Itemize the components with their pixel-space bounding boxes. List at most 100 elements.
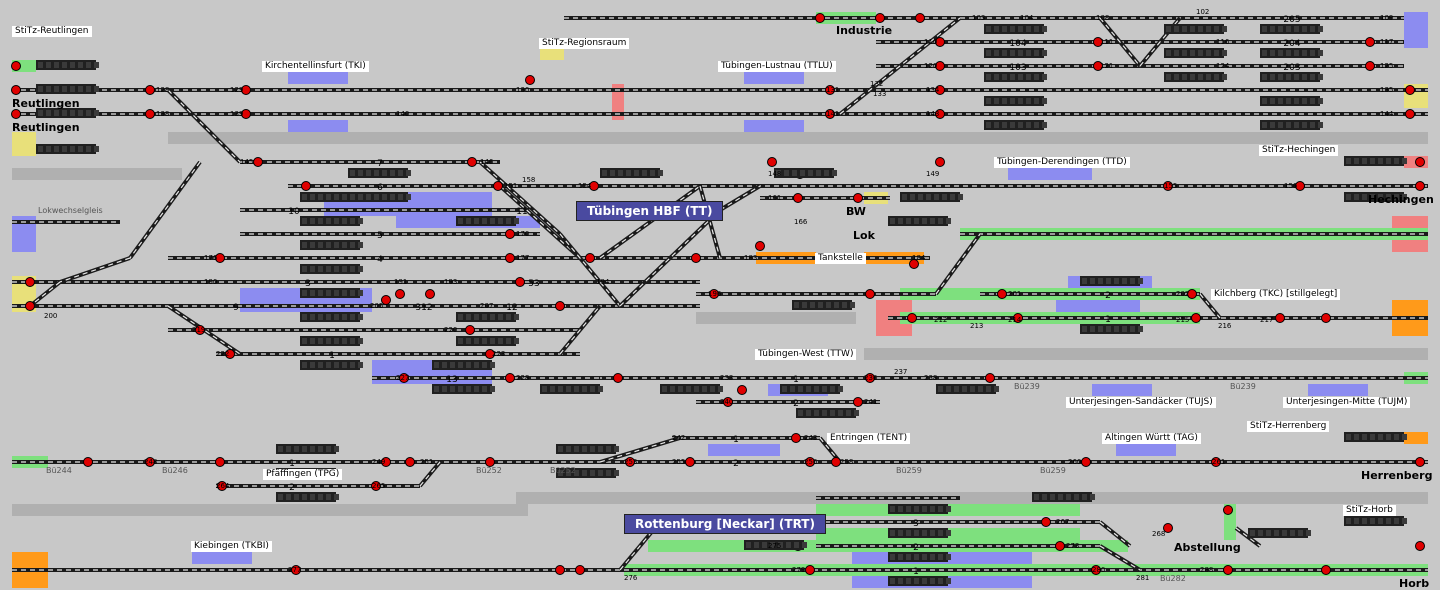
block-number[interactable]: 200: [44, 312, 57, 320]
block-number[interactable]: 288: [1200, 566, 1213, 574]
block-number[interactable]: 176: [204, 254, 218, 262]
block-number[interactable]: 155: [1164, 182, 1177, 190]
block-number[interactable]: 265: [372, 482, 385, 490]
block-number[interactable]: 148: [768, 170, 781, 178]
block-number[interactable]: 238: [924, 374, 937, 382]
block-number[interactable]: 128: [156, 86, 169, 94]
block-number[interactable]: 130: [516, 86, 529, 94]
block-number[interactable]: 145: [240, 158, 253, 166]
block-number[interactable]: 111: [1100, 38, 1113, 46]
block-number[interactable]: 213: [970, 322, 983, 330]
block-number[interactable]: 281: [1136, 574, 1149, 582]
block-number[interactable]: 134: [926, 86, 940, 94]
block-number[interactable]: 190: [204, 278, 217, 286]
block-number[interactable]: 236: [864, 374, 878, 382]
digit-slot: [906, 578, 911, 584]
block-number[interactable]: 109: [1380, 14, 1393, 22]
block-number[interactable]: 280: [1092, 566, 1105, 574]
block-number[interactable]: 248: [144, 458, 157, 466]
block-number[interactable]: 104: [1020, 14, 1034, 22]
block-number[interactable]: 110: [924, 38, 937, 46]
block-number[interactable]: 193: [444, 278, 457, 286]
digit-slot: [1010, 122, 1015, 128]
block-number[interactable]: 233: [720, 374, 733, 382]
block-number[interactable]: 149: [926, 170, 939, 178]
block-number[interactable]: 196: [708, 290, 722, 298]
block-number[interactable]: 228: [516, 374, 529, 382]
block-number[interactable]: 215: [1176, 316, 1189, 324]
block-number[interactable]: 177: [516, 254, 529, 262]
block-number[interactable]: 108: [1096, 14, 1109, 22]
block-number[interactable]: 156: [1284, 182, 1298, 190]
block-number[interactable]: 151: [504, 182, 517, 190]
digit-slot: [78, 146, 83, 152]
block-number[interactable]: 146: [480, 158, 494, 166]
block-number[interactable]: 129: [230, 86, 243, 94]
block-number[interactable]: 170: [516, 230, 529, 238]
block-number[interactable]: 219: [192, 326, 205, 334]
block-number[interactable]: 207: [480, 302, 493, 310]
block-number[interactable]: 161: [768, 194, 781, 202]
block-number[interactable]: 102: [1196, 8, 1209, 16]
block-number[interactable]: 205: [370, 302, 383, 310]
block-number[interactable]: 277: [288, 566, 301, 574]
block-number[interactable]: 251: [420, 458, 433, 466]
block-number[interactable]: 132: [870, 80, 883, 88]
block-number[interactable]: 214: [1008, 316, 1022, 324]
block-number[interactable]: 144: [1380, 110, 1394, 118]
block-number[interactable]: 133: [873, 90, 886, 98]
block-number[interactable]: 261: [1212, 458, 1225, 466]
digit-slot: [482, 314, 487, 320]
block-number[interactable]: 124: [1216, 62, 1230, 70]
block-number[interactable]: 216: [1218, 322, 1232, 330]
block-number[interactable]: 191: [394, 278, 407, 286]
block-number[interactable]: 255: [672, 458, 685, 466]
block-number[interactable]: 253: [624, 458, 637, 466]
block-number[interactable]: 154: [578, 182, 592, 190]
block-number[interactable]: 116: [1216, 38, 1230, 46]
block-number[interactable]: 158: [522, 176, 535, 184]
block-number[interactable]: 117: [1380, 38, 1393, 46]
block-number[interactable]: 227: [396, 374, 409, 382]
block-number[interactable]: 143: [926, 110, 939, 118]
block-number[interactable]: 243: [804, 434, 817, 442]
block-number[interactable]: 241: [864, 398, 877, 406]
block-number[interactable]: 138: [156, 110, 169, 118]
block-number[interactable]: 279: [792, 566, 805, 574]
block-number[interactable]: 267: [1056, 518, 1069, 526]
block-number[interactable]: 135: [1380, 86, 1393, 94]
block-number[interactable]: 183: [744, 254, 757, 262]
block-number[interactable]: 201: [1008, 290, 1021, 298]
block-number[interactable]: 184: [912, 254, 926, 262]
block-number[interactable]: 141: [826, 110, 839, 118]
block-number[interactable]: 140: [396, 110, 409, 118]
digit-slot: [922, 506, 927, 512]
block-number[interactable]: 240: [720, 398, 733, 406]
block-number[interactable]: 276: [624, 574, 638, 582]
block-number[interactable]: 258: [840, 458, 853, 466]
block-number[interactable]: 121: [1100, 62, 1113, 70]
block-number[interactable]: 131: [826, 86, 839, 94]
block-number[interactable]: 275: [768, 542, 781, 550]
block-number[interactable]: 260: [1068, 458, 1081, 466]
block-number[interactable]: 220: [444, 326, 457, 334]
block-number[interactable]: 256: [804, 458, 818, 466]
digit-slot: [62, 62, 67, 68]
block-number[interactable]: 103: [972, 14, 985, 22]
block-number[interactable]: 268: [1152, 530, 1165, 538]
block-number[interactable]: 264: [216, 482, 230, 490]
block-number[interactable]: 249: [372, 458, 385, 466]
block-number[interactable]: 139: [230, 110, 243, 118]
block-number[interactable]: 194: [596, 278, 610, 286]
block-number[interactable]: 125: [1380, 62, 1393, 70]
block-number[interactable]: 217: [1260, 316, 1273, 324]
block-number[interactable]: 166: [794, 218, 808, 226]
block-number[interactable]: 202: [1176, 290, 1189, 298]
block-number[interactable]: 242: [672, 434, 685, 442]
block-number[interactable]: 212: [934, 316, 947, 324]
block-number[interactable]: 273: [1066, 542, 1079, 550]
block-number[interactable]: 120: [924, 62, 937, 70]
block-number[interactable]: 222: [216, 350, 229, 358]
block-number[interactable]: 237: [894, 368, 907, 376]
block-number[interactable]: 223: [492, 350, 505, 358]
